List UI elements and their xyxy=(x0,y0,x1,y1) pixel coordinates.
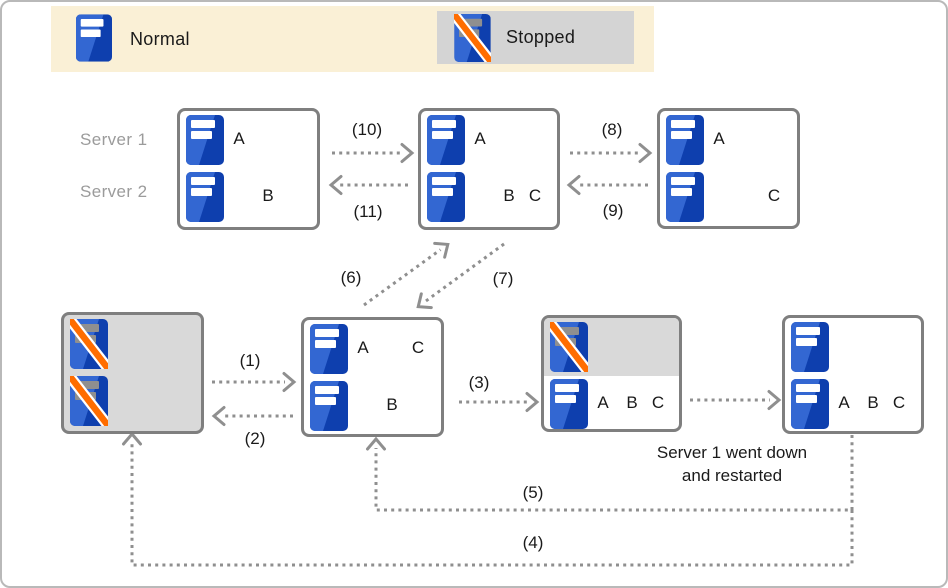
state-box-top-left: A B xyxy=(177,108,320,230)
server-stopped-icon xyxy=(550,322,588,372)
server-stopped-icon xyxy=(70,376,108,426)
state-box-bottom-right: A B C xyxy=(782,315,924,434)
server-icon xyxy=(427,115,465,165)
group-letter: B xyxy=(386,395,398,414)
server-icon xyxy=(310,381,348,431)
arrow-label-2: (2) xyxy=(244,429,266,448)
server-icon xyxy=(550,379,588,429)
group-letter: B xyxy=(867,393,879,412)
state-box-top-mid: A B C xyxy=(418,108,560,230)
group-letter: C xyxy=(411,338,425,357)
arrow-label-4: (4) xyxy=(522,533,544,552)
group-letter: B xyxy=(262,186,274,205)
group-letter: B xyxy=(626,393,638,412)
legend: Normal Stopped xyxy=(51,6,654,72)
server-icon xyxy=(666,115,704,165)
state-box-top-right: A C xyxy=(657,108,800,229)
server-icon xyxy=(76,12,112,64)
group-letter: A xyxy=(713,129,725,148)
server-icon xyxy=(791,379,829,429)
arrow-label-3: (3) xyxy=(468,373,490,392)
legend-stopped-label: Stopped xyxy=(506,27,576,47)
server-icon xyxy=(791,322,829,372)
group-letter: C xyxy=(892,393,906,412)
server-icon xyxy=(186,115,224,165)
group-letter: C xyxy=(528,186,542,205)
restart-note-line1: Server 1 went down xyxy=(656,443,808,462)
group-letter: A xyxy=(597,393,609,412)
arrow-label-11: (11) xyxy=(353,202,383,221)
server-icon xyxy=(666,172,704,222)
row-label-server1: Server 1 xyxy=(80,130,148,149)
state-box-server1-down: A B C xyxy=(541,315,682,432)
arrow-label-8: (8) xyxy=(601,120,623,139)
restart-note-line2: and restarted xyxy=(681,466,783,485)
server-icon xyxy=(310,324,348,374)
group-letter: B xyxy=(503,186,515,205)
group-letter: A xyxy=(838,393,850,412)
state-box-bottom-left xyxy=(61,312,204,434)
group-letter: A xyxy=(357,338,369,357)
arrow-label-9: (9) xyxy=(602,201,624,220)
arrow-label-6: (6) xyxy=(340,268,362,287)
server-icon xyxy=(427,172,465,222)
row-label-server2: Server 2 xyxy=(80,182,148,201)
legend-stopped-sample: Stopped xyxy=(437,11,634,64)
legend-normal-label: Normal xyxy=(130,29,190,49)
arrow-label-10: (10) xyxy=(351,120,383,139)
restart-note: Server 1 went down and restarted xyxy=(632,441,832,487)
arrow-6 xyxy=(363,241,450,307)
server-icon xyxy=(186,172,224,222)
arrow-label-5: (5) xyxy=(522,483,544,502)
group-letter: C xyxy=(767,186,781,205)
arrow-label-7: (7) xyxy=(492,269,514,288)
server-stopped-icon xyxy=(70,319,108,369)
state-box-bottom-mid: A C B xyxy=(301,317,444,437)
group-letter: A xyxy=(474,129,486,148)
server-stopped-icon xyxy=(454,14,491,62)
arrow-label-1: (1) xyxy=(239,351,261,370)
group-letter: A xyxy=(233,129,245,148)
group-letter: C xyxy=(651,393,665,412)
